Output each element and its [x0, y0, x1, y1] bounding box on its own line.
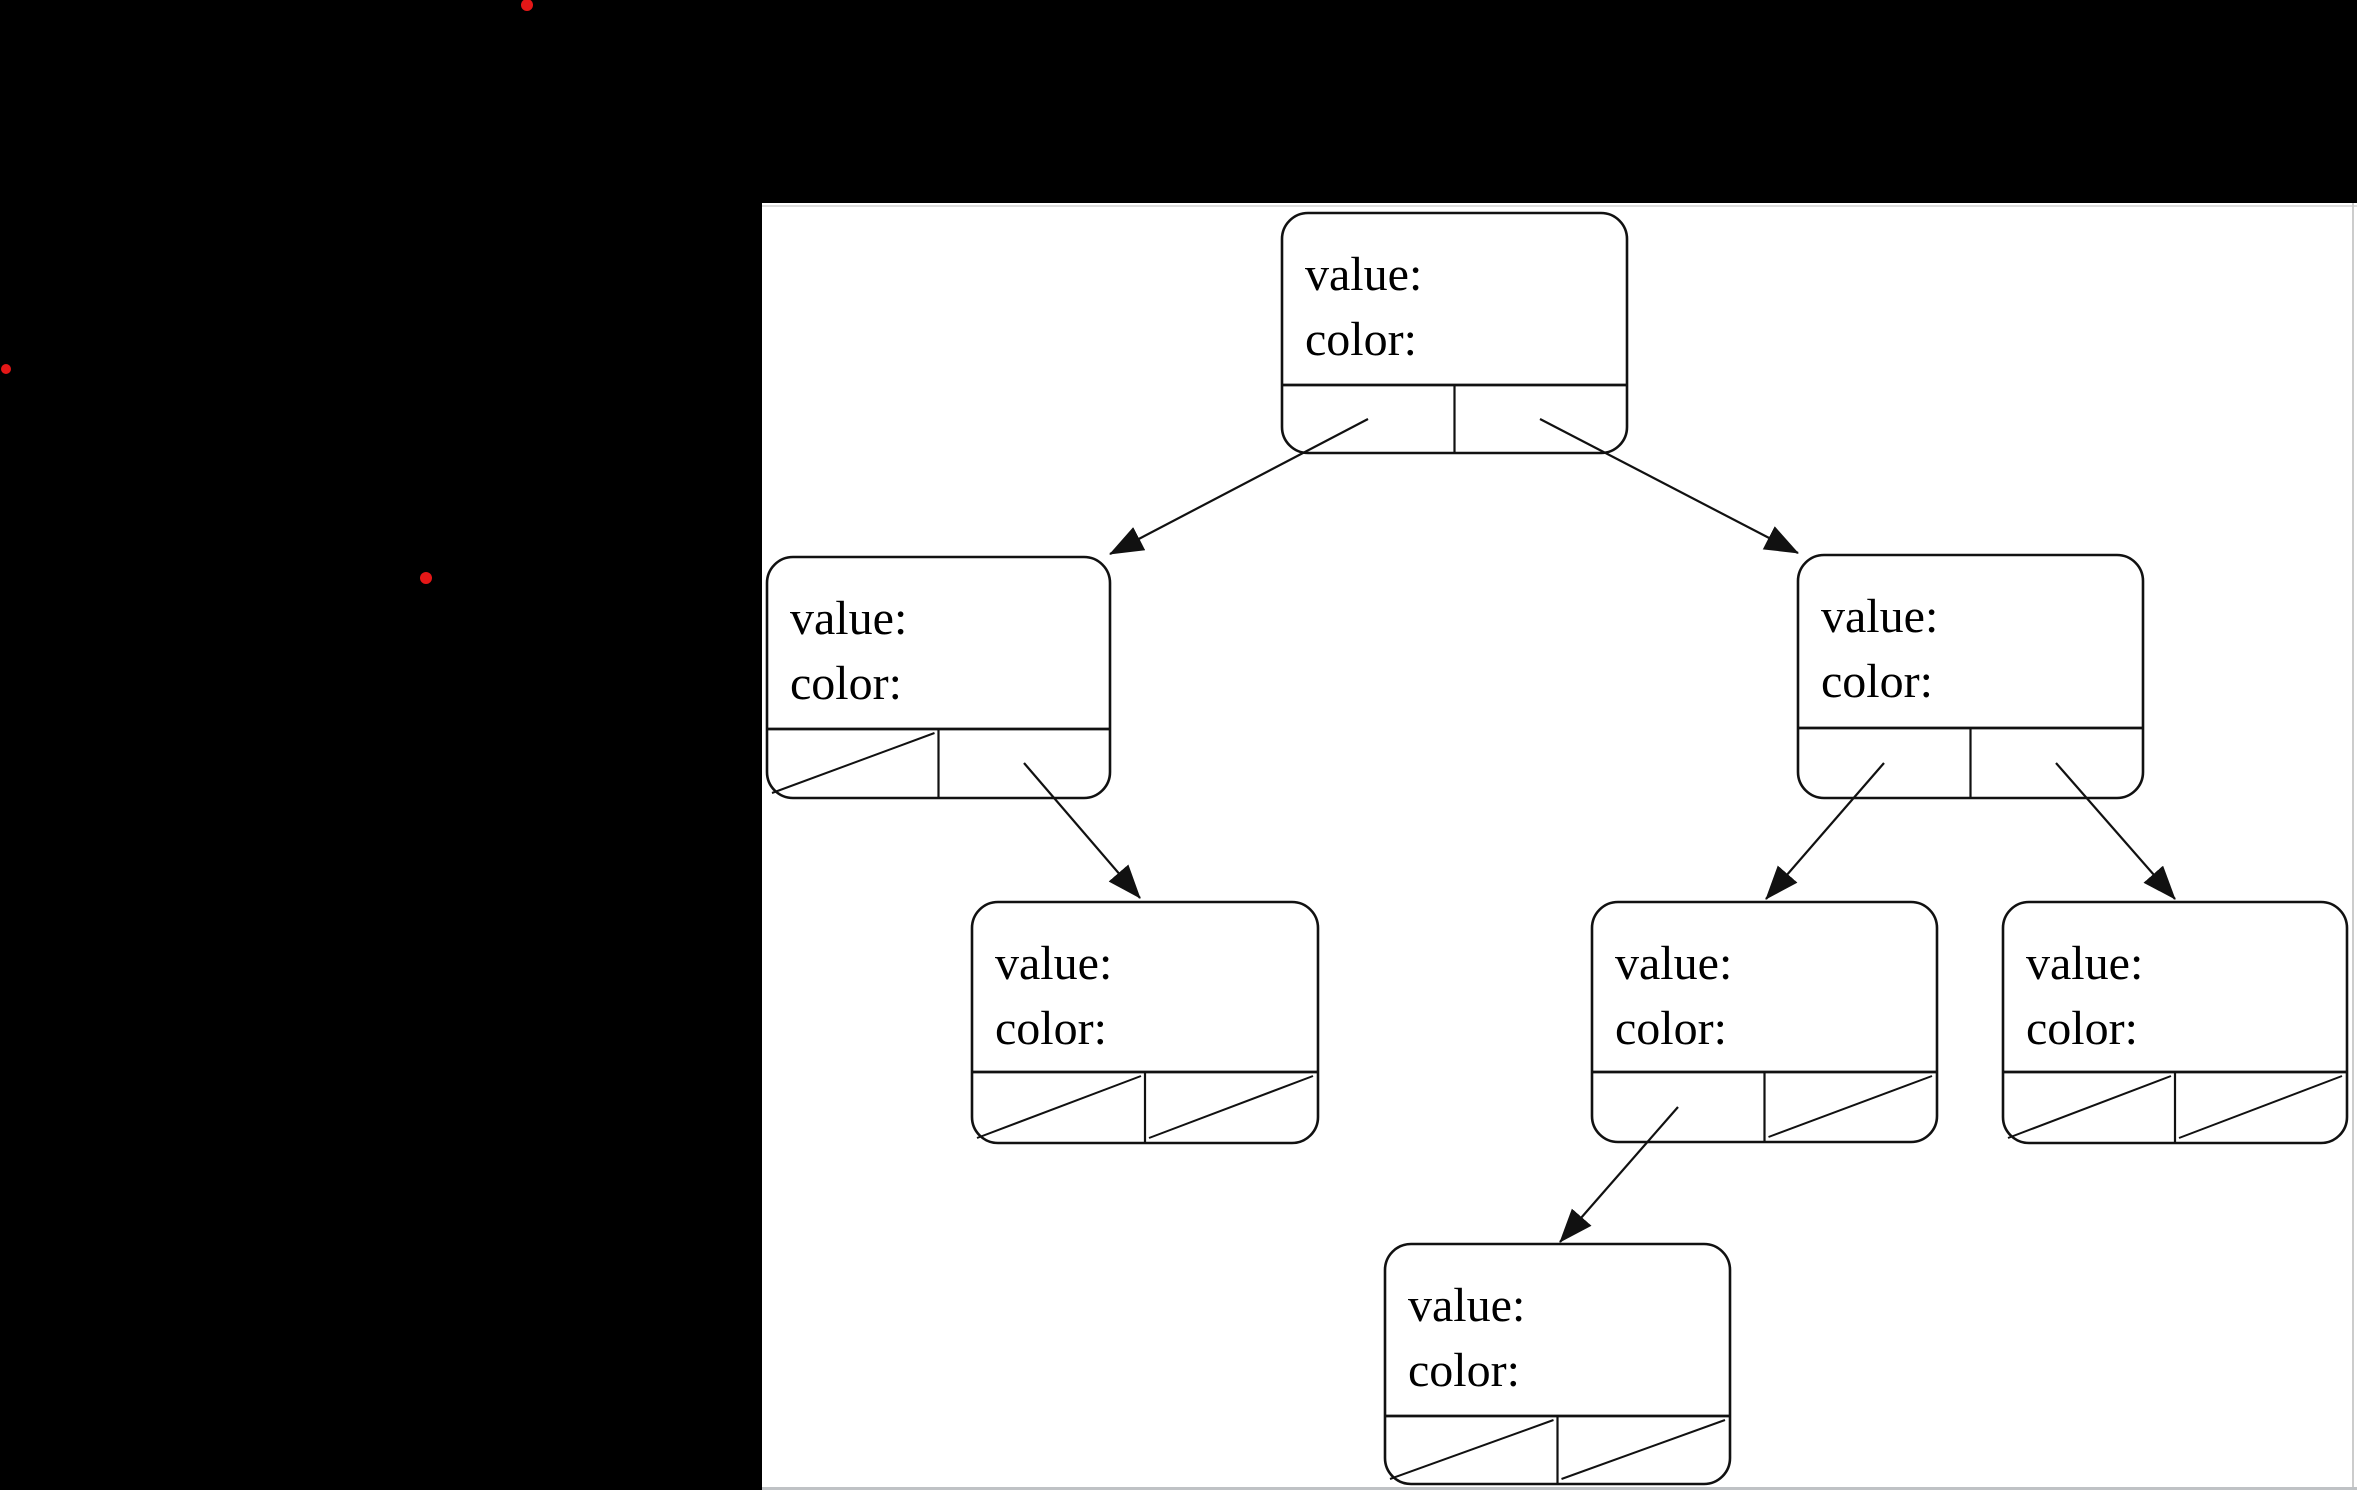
laser-pointer-dot	[420, 572, 432, 584]
node-value-label: value:	[995, 937, 1112, 990]
node-color-label: color:	[1821, 655, 1933, 708]
right-null-slash	[1561, 1419, 1726, 1480]
left-null-slash	[1389, 1419, 1554, 1480]
left-null-slash	[976, 1075, 1142, 1139]
right-null-slash	[2178, 1075, 2343, 1139]
tree-diagram: value:color:value:color:value:color:valu…	[765, 211, 2349, 1486]
node-color-label: color:	[1615, 1002, 1727, 1055]
node-value-label: value:	[1408, 1279, 1525, 1332]
right-null-slash	[1148, 1075, 1314, 1139]
node-value-label: value:	[2026, 937, 2143, 990]
node-value-label: value:	[1305, 248, 1422, 301]
pointer-arrow-root-left-to-left-child	[1109, 418, 1369, 555]
node-value-label: value:	[1615, 937, 1732, 990]
node-color-label: color:	[1408, 1344, 1520, 1397]
pointer-arrow-right-child-left-to-right-left-grandchild	[1765, 762, 1885, 900]
pointer-arrow-right-left-grandchild-left-to-bottom-node	[1559, 1106, 1679, 1243]
page-right-edge-line	[2352, 203, 2354, 1490]
pointer-arrow-root-right-to-right-child	[1539, 418, 1799, 554]
pointer-arrow-left-child-right-to-left-right-grandchild	[1023, 762, 1141, 899]
right-null-slash	[1768, 1075, 1933, 1138]
tree-node-root: value: color:	[1280, 211, 1629, 455]
node-color-label: color:	[995, 1002, 1107, 1055]
document-page: value:color:value:color:value:color:valu…	[762, 203, 2357, 1490]
node-value-label: value:	[790, 592, 907, 645]
tree-node-bottom-node: value: color:	[1383, 1242, 1732, 1486]
node-color-label: color:	[790, 657, 902, 710]
tree-node-right-child: value: color:	[1796, 553, 2145, 800]
tree-node-right-left-grandchild: value: color:	[1590, 900, 1939, 1144]
tree-node-left-child: value: color:	[765, 555, 1112, 800]
node-color-label: color:	[2026, 1002, 2138, 1055]
left-null-slash	[771, 732, 935, 794]
page-bottom-edge	[762, 1487, 2357, 1490]
tree-node-left-right-grandchild: value: color:	[970, 900, 1320, 1145]
page-top-hairline	[762, 205, 2357, 207]
node-value-label: value:	[1821, 590, 1938, 643]
laser-pointer-dot	[521, 0, 533, 11]
pointer-arrow-right-child-right-to-right-right-grandchild	[2055, 762, 2176, 900]
tree-node-right-right-grandchild: value: color:	[2001, 900, 2349, 1145]
laser-pointer-dot	[1, 364, 11, 374]
node-color-label: color:	[1305, 313, 1417, 366]
left-null-slash	[2007, 1075, 2172, 1139]
